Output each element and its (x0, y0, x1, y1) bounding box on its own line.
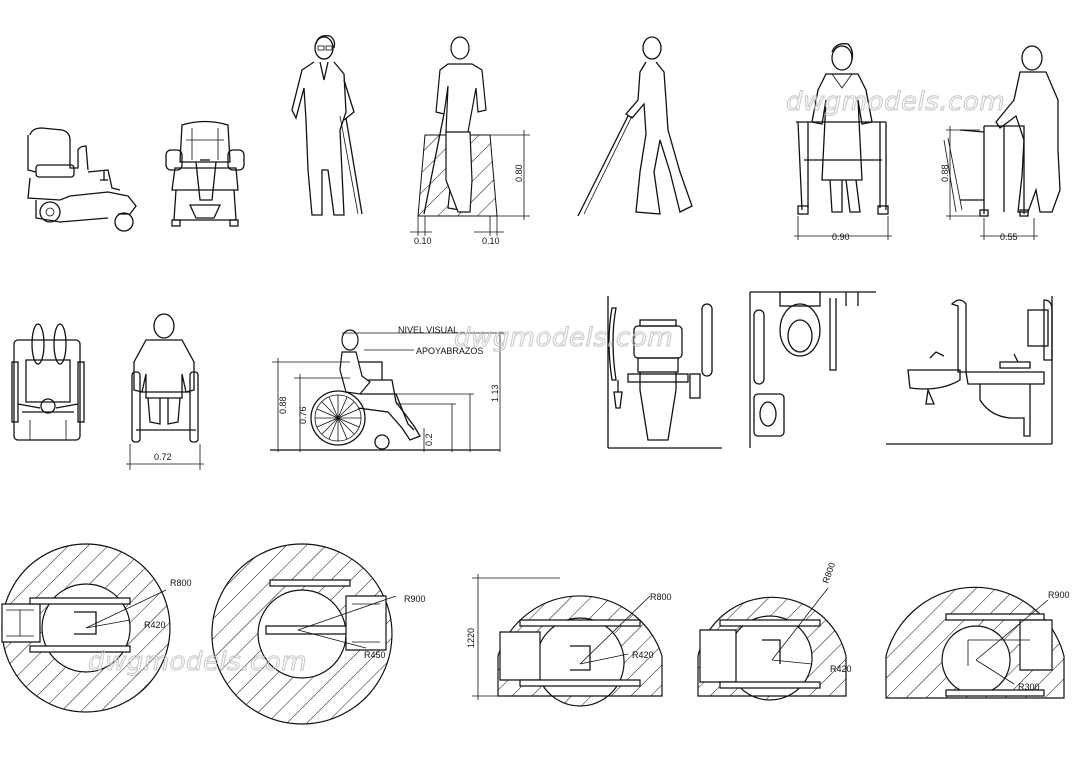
dim-wheelchair-front-width: 0.72 (154, 452, 172, 462)
label-apoyabrazos: APOYABRAZOS (416, 346, 483, 356)
circle-1-inner-radius: R420 (144, 620, 166, 630)
mobility-scooter-side-icon (27, 127, 137, 232)
elderly-person-with-walker-front-icon: 0.90 (794, 43, 892, 242)
dim-cane-height: 0.80 (514, 164, 524, 182)
circle-1-outer-radius: R800 (170, 578, 192, 588)
dim-wheelchair-113: 1.13 (490, 384, 500, 402)
circle-2-outer-radius: R900 (404, 594, 426, 604)
turning-circle-1: R800 R420 (1, 543, 192, 713)
dim-wheelchair-076: 0.76 (298, 406, 308, 424)
dim-cane-left: 0.10 (414, 236, 432, 246)
wheelchair-front-view-icon: 0.72 (126, 313, 204, 470)
blind-person-with-cane-icon (291, 35, 363, 216)
walking-person-with-white-cane-icon (577, 36, 693, 217)
circle-4-outer-radius: R800 (820, 561, 837, 585)
wheelchair-side-dimensions-diagram: NIVEL VISUAL APOYABRAZOS 0.88 0.76 1.13 … (270, 325, 504, 452)
mobility-scooter-front-icon (165, 120, 245, 227)
wheelchair-top-view-icon (11, 323, 85, 441)
cane-detection-zone-diagram: 0.10 0.10 0.80 (410, 36, 530, 246)
circle-3-height: 1220 (466, 628, 476, 648)
dim-wheelchair-02: 0.2 (424, 433, 434, 446)
accessible-toilet-side-elevation (886, 296, 1053, 445)
turning-circle-2: R900 R450 (211, 543, 426, 725)
dim-walker-side-width: 0.55 (1000, 232, 1018, 242)
watermark-middle: dwgmodels.com (454, 323, 673, 353)
turning-circle-3: R800 R420 1220 (466, 574, 672, 707)
turning-circle-4: R800 R420 (697, 561, 852, 701)
circle-4-inner-radius: R420 (830, 664, 852, 674)
circle-3-inner-radius: R420 (632, 650, 654, 660)
circle-5-inner-radius: R300 (1018, 682, 1040, 692)
dim-walker-front-width: 0.90 (832, 232, 850, 242)
dim-cane-right: 0.10 (482, 236, 500, 246)
elderly-person-with-walker-side-icon: 0.88 0.55 (940, 45, 1061, 242)
watermark-top-right: dwgmodels.com (786, 87, 1005, 117)
dim-walker-side-height: 0.88 (940, 164, 950, 182)
accessible-toilet-plan-view (749, 291, 876, 448)
turning-circle-5: R900 R300 (885, 586, 1070, 699)
circle-5-outer-radius: R900 (1048, 590, 1070, 600)
label-nivel-visual: NIVEL VISUAL (398, 325, 458, 335)
watermark-bottom-left: dwgmodels.com (88, 647, 307, 677)
dim-wheelchair-088: 0.88 (278, 396, 288, 414)
circle-3-outer-radius: R800 (650, 592, 672, 602)
circle-2-inner-radius: R450 (364, 650, 386, 660)
accessible-toilet-front-elevation (607, 296, 722, 449)
